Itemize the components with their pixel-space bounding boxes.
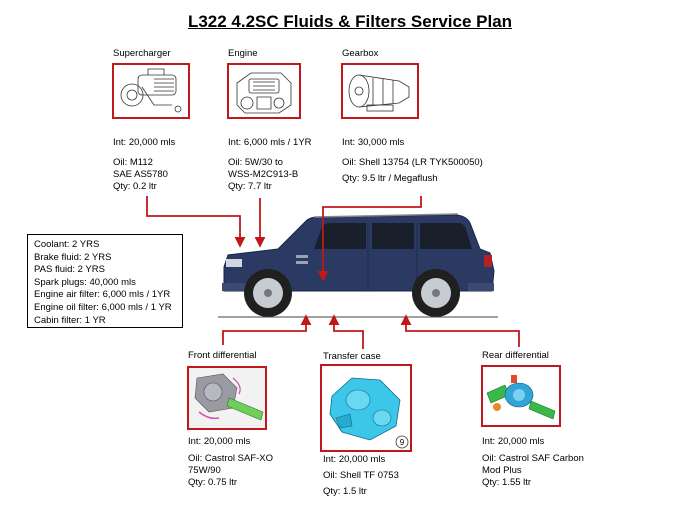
brake-fluid-interval: Brake fluid: 2 YRS xyxy=(34,251,112,263)
engine-label: Engine xyxy=(228,48,258,59)
front-diff-label: Front differential xyxy=(188,350,257,361)
engine-air-filter-interval: Engine air filter: 6,000 mls / 1YR xyxy=(34,289,171,301)
transfer-case-interval: Int: 20,000 mls xyxy=(323,454,386,465)
cabin-filter-interval: Cabin filter: 1 YR xyxy=(34,314,106,326)
gearbox-interval: Int: 30,000 mls xyxy=(342,137,405,148)
rear-diff-oil: Oil: Castrol SAF Carbon xyxy=(482,453,584,464)
transfer-case-oil: Oil: Shell TF 0753 xyxy=(323,470,399,481)
engine-oil-spec: WSS-M2C913-B xyxy=(228,169,299,180)
rear-diff-image xyxy=(481,365,561,427)
transfer-case-image: 9 xyxy=(320,364,412,452)
general-intervals-box: Coolant: 2 YRS Brake fluid: 2 YRS PAS fl… xyxy=(27,234,183,328)
front-diff-interval: Int: 20,000 mls xyxy=(188,436,251,447)
rear-diff-interval: Int: 20,000 mls xyxy=(482,436,545,447)
gearbox-label: Gearbox xyxy=(342,48,379,59)
coolant-interval: Coolant: 2 YRS xyxy=(34,239,100,250)
gearbox-qty: Qty: 9.5 ltr / Megaflush xyxy=(342,173,438,184)
supercharger-oil: Oil: M112 xyxy=(113,157,153,168)
engine-oil: Oil: 5W/30 to xyxy=(228,157,283,168)
transfer-case-label: Transfer case xyxy=(323,351,381,362)
engine-image xyxy=(227,63,301,119)
transfer-case-render-icon: 9 xyxy=(322,366,410,450)
rear-diff-label: Rear differential xyxy=(482,350,549,361)
rear-diff-qty: Qty: 1.55 ltr xyxy=(482,477,532,488)
gearbox-oil: Oil: Shell 13754 (LR TYK500050) xyxy=(342,157,483,168)
rear-diff-render-icon xyxy=(483,367,559,425)
front-diff-image xyxy=(187,366,267,430)
front-diff-oil-spec: 75W/90 xyxy=(188,465,221,476)
pas-fluid-interval: PAS fluid: 2 YRS xyxy=(34,264,105,276)
gearbox-drawing-icon xyxy=(348,74,410,112)
front-diff-oil: Oil: Castrol SAF-XO xyxy=(188,453,273,464)
engine-qty: Qty: 7.7 ltr xyxy=(228,181,272,192)
supercharger-qty: Qty: 0.2 ltr xyxy=(113,181,157,192)
supercharger-image xyxy=(112,63,190,119)
range-rover-image xyxy=(218,205,498,325)
transfer-case-qty: Qty: 1.5 ltr xyxy=(323,486,367,497)
rear-diff-oil-spec: Mod Plus xyxy=(482,465,522,476)
page-title: L322 4.2SC Fluids & Filters Service Plan xyxy=(187,12,513,31)
car-side-view-icon xyxy=(218,213,498,318)
gearbox-image xyxy=(341,63,419,119)
supercharger-interval: Int: 20,000 mls xyxy=(113,137,176,148)
front-diff-render-icon xyxy=(189,368,265,428)
engine-oil-filter-interval: Engine oil filter: 6,000 mls / 1 YR xyxy=(34,301,172,313)
spark-plugs-interval: Spark plugs: 40,000 mls xyxy=(34,276,136,288)
front-diff-qty: Qty: 0.75 ltr xyxy=(188,477,238,488)
transfer-case-badge: 9 xyxy=(400,438,405,447)
supercharger-oil-spec: SAE AS5780 xyxy=(113,169,168,180)
engine-drawing-icon xyxy=(236,72,292,114)
engine-interval: Int: 6,000 mls / 1YR xyxy=(228,137,312,148)
supercharger-label: Supercharger xyxy=(113,48,171,59)
supercharger-drawing-icon xyxy=(120,68,182,113)
